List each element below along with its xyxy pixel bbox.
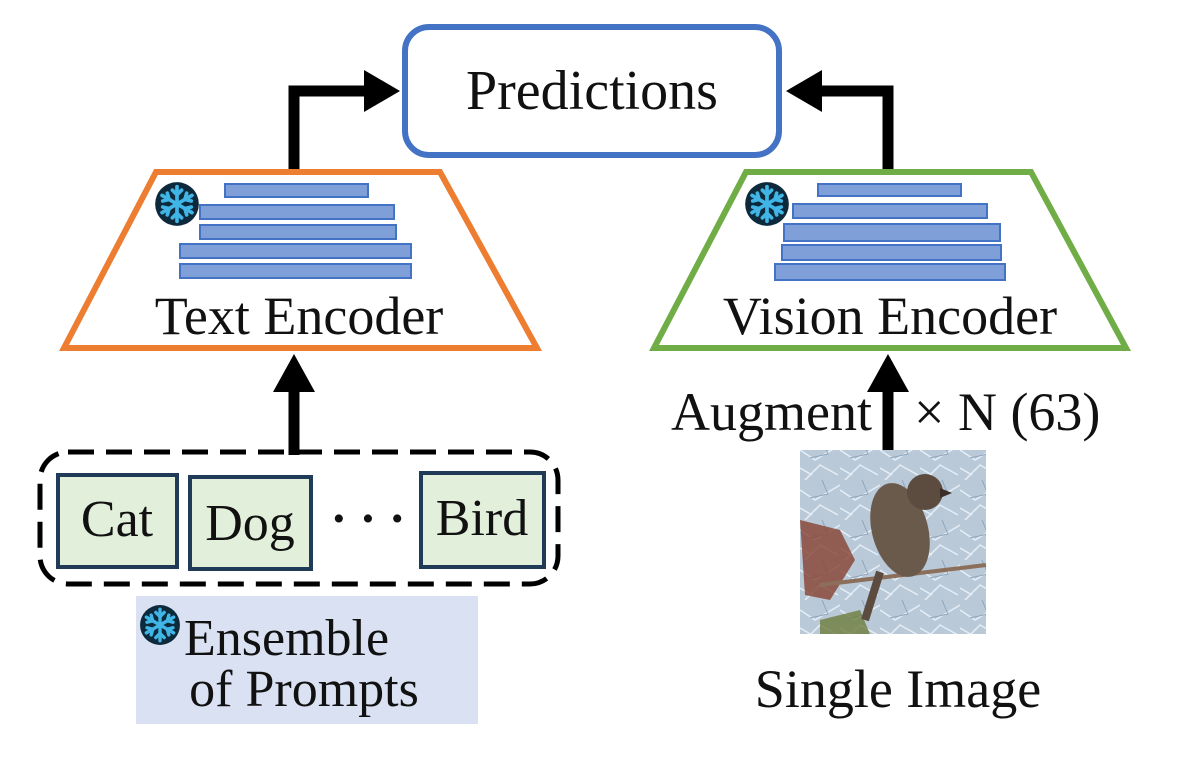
single-image xyxy=(800,450,987,634)
augment-label: Augment xyxy=(671,382,872,442)
prompt-ensemble-container xyxy=(37,449,561,587)
prompt-card-bird: Bird xyxy=(419,471,546,569)
text-encoder-layers xyxy=(179,183,412,279)
prompt-ellipsis: · · · xyxy=(330,490,405,546)
encoder-layer xyxy=(817,183,962,197)
encoder-layer xyxy=(179,243,412,259)
ensemble-caption-line1: Ensemble xyxy=(184,610,389,667)
single-image-caption: Single Image xyxy=(755,659,1041,719)
encoder-layer xyxy=(199,224,397,240)
encoder-layer xyxy=(783,223,1001,242)
snowflake-icon xyxy=(154,181,200,227)
encoder-layer xyxy=(224,183,369,198)
augment-count-label: × N (63) xyxy=(914,382,1100,442)
prompt-card-label: Dog xyxy=(205,495,295,552)
arrow-image-to-vision-encoder xyxy=(867,354,909,450)
ensemble-caption-bg xyxy=(136,596,478,724)
prompt-card-dog: Dog xyxy=(188,475,313,571)
prompt-card-label: Bird xyxy=(436,490,528,547)
predictions-box xyxy=(402,24,782,158)
arrow-vision-to-predictions xyxy=(786,70,894,170)
predictions-label: Predictions xyxy=(466,60,718,122)
ensemble-caption-line2: of Prompts xyxy=(189,661,419,718)
arrow-text-to-predictions xyxy=(288,70,400,170)
encoder-layer xyxy=(792,203,988,219)
arrow-prompts-to-text-encoder xyxy=(273,354,315,455)
snowflake-icon xyxy=(139,604,181,646)
encoder-layer xyxy=(179,263,412,279)
vision-encoder-label: Vision Encoder xyxy=(723,286,1057,346)
prompt-card-label: Cat xyxy=(81,491,154,548)
text-encoder-label: Text Encoder xyxy=(155,286,444,346)
snowflake-icon xyxy=(744,181,790,227)
prompt-card-cat: Cat xyxy=(56,473,179,569)
encoder-layer xyxy=(781,244,1002,261)
encoder-layer xyxy=(774,263,1006,281)
encoder-layer xyxy=(199,204,395,220)
vision-encoder-layers xyxy=(774,183,1006,281)
